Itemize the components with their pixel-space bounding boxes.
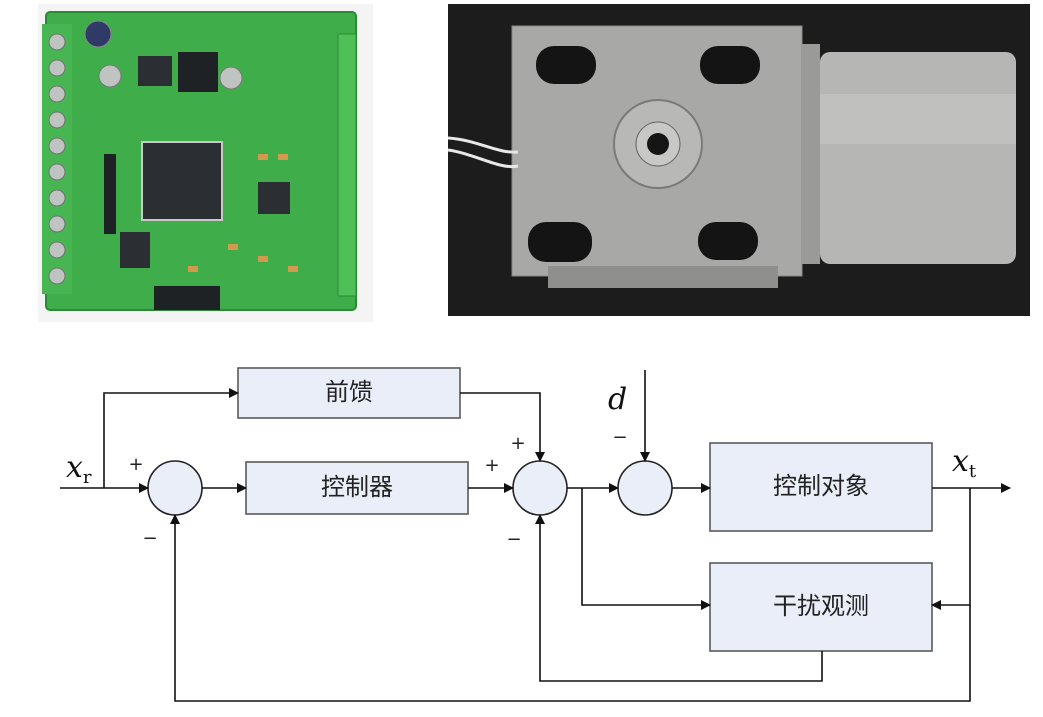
controller-label: 控制器 xyxy=(321,473,393,501)
actuator-device-photo xyxy=(448,4,1030,316)
main-feedback-line xyxy=(170,514,971,702)
observer-input-line xyxy=(581,488,711,610)
sum3-minus-sign: − xyxy=(612,427,627,448)
pin-header-vertical xyxy=(104,154,116,234)
disturbance-label: d xyxy=(608,382,627,417)
summing-junction-2 xyxy=(512,460,568,516)
small-ic xyxy=(120,232,150,268)
feedforward-block: 前馈 xyxy=(237,367,461,419)
observer-feedback-line xyxy=(931,488,971,610)
controller-block: 控制器 xyxy=(245,461,469,515)
left-terminal-block xyxy=(42,24,72,294)
sum2-minus-sign: − xyxy=(506,529,521,550)
observer-label: 干扰观测 xyxy=(773,592,869,620)
summing-junction-1 xyxy=(147,460,203,516)
reference-signal-label: xr xyxy=(66,450,92,488)
summing-junction-3 xyxy=(617,460,673,516)
inductor xyxy=(178,52,218,92)
regulator xyxy=(138,56,172,86)
sum1-minus-sign: − xyxy=(142,528,157,549)
feedforward-label: 前馈 xyxy=(325,378,373,406)
sum1-plus-sign: + xyxy=(128,454,143,475)
capacitor-2 xyxy=(98,64,122,88)
right-pin-header xyxy=(337,33,357,297)
capacitor-3 xyxy=(219,66,243,90)
plant-label: 控制对象 xyxy=(773,472,869,500)
cylinder-motor xyxy=(820,52,1016,264)
capacitor xyxy=(84,20,112,48)
observer-output-line xyxy=(535,514,823,682)
main-mcu-chip xyxy=(141,141,223,221)
secondary-chip xyxy=(258,182,290,214)
connector xyxy=(154,286,220,310)
mount-slot xyxy=(536,46,596,84)
sum2-ff-plus-sign: + xyxy=(510,433,525,454)
output-signal-label: xt xyxy=(952,444,977,482)
cable xyxy=(448,136,519,154)
control-block-diagram: 前馈 控制器 控制对象 干扰观测 xr xt d + − + + − − xyxy=(60,367,1011,702)
sum2-ctrl-plus-sign: + xyxy=(484,455,499,476)
feedforward-input-line xyxy=(103,388,239,488)
feedforward-output-line xyxy=(460,392,545,462)
pcb-board-photo xyxy=(38,4,373,322)
plant-block: 控制对象 xyxy=(709,442,933,532)
disturbance-observer-block: 干扰观测 xyxy=(709,562,933,652)
